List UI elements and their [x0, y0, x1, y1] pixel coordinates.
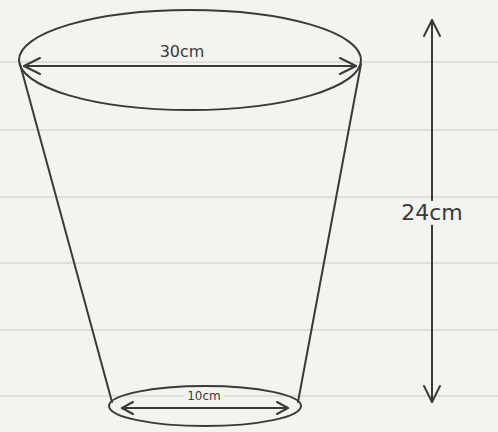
bottom-rim [109, 386, 301, 426]
arrowhead [340, 58, 356, 74]
ruled-line [0, 196, 498, 197]
top-rim [19, 10, 361, 110]
dimension-arrow [24, 65, 356, 67]
ruled-line [0, 395, 498, 396]
ruled-line [0, 61, 498, 62]
dimension-arrow [122, 407, 288, 409]
dimension-label: 24cm [398, 201, 466, 225]
arrowhead [424, 386, 440, 402]
cup-side [298, 64, 361, 402]
dimension-label: 30cm [157, 43, 208, 61]
arrowhead [122, 402, 133, 414]
dimension-label: 10cm [184, 390, 224, 403]
ruled-line [0, 129, 498, 130]
arrowhead [424, 20, 440, 36]
ruled-line [0, 329, 498, 330]
paper-lines [0, 62, 498, 396]
arrowhead [24, 58, 40, 74]
arrowhead [277, 402, 288, 414]
cup-side [20, 64, 112, 402]
